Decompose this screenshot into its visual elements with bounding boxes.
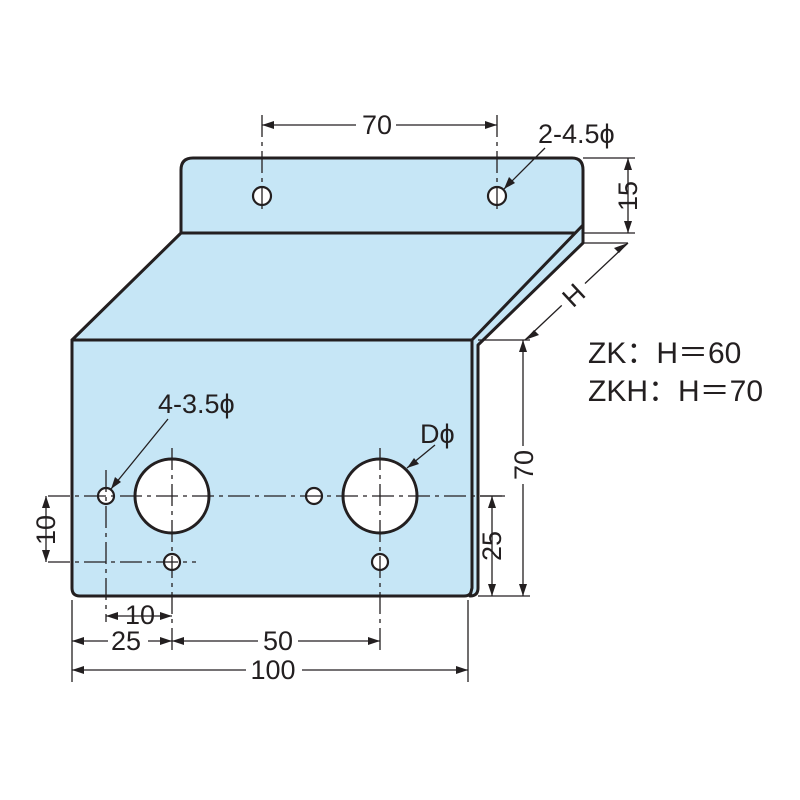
dim-hole-row-height: 25 bbox=[477, 495, 507, 596]
label-hole-row-height: 25 bbox=[477, 531, 507, 561]
note-zkh: ZKH：H＝70 bbox=[588, 375, 763, 408]
sloped-face bbox=[70, 231, 585, 342]
dim-hole-offset-horizontal: 10 bbox=[106, 600, 172, 630]
label-large-hole: Dϕ bbox=[420, 419, 455, 449]
leader-top-holes: 2-4.5ϕ bbox=[503, 119, 615, 190]
label-bottom-holes: 4-3.5ϕ bbox=[158, 389, 235, 419]
leader-bottom-holes: 4-3.5ϕ bbox=[110, 389, 235, 490]
label-hole-offset-horizontal: 10 bbox=[125, 600, 155, 630]
side-thickness bbox=[468, 223, 585, 598]
dim-flange-height: 15 bbox=[583, 157, 643, 234]
dim-side-height: 70 bbox=[478, 339, 539, 597]
dim-hole-offset-vertical: 10 bbox=[31, 496, 61, 562]
label-hole-spacing-b: 50 bbox=[263, 626, 293, 656]
dim-overall-width: 100 bbox=[72, 600, 469, 685]
label-flange-height: 15 bbox=[613, 181, 643, 211]
note-zk: ZK：H＝60 bbox=[588, 337, 741, 370]
leader-large-hole: Dϕ bbox=[406, 419, 455, 469]
label-hole-spacing-a: 25 bbox=[111, 626, 141, 656]
label-overall-width: 100 bbox=[250, 655, 295, 685]
label-hole-offset-vertical: 10 bbox=[31, 515, 61, 545]
label-side-height: 70 bbox=[509, 450, 539, 480]
dim-hole-spacing: 25 50 bbox=[71, 600, 380, 682]
label-top-spacing: 70 bbox=[362, 110, 392, 140]
top-flange bbox=[179, 156, 585, 235]
front-face bbox=[70, 338, 474, 598]
dim-top-spacing: 70 bbox=[262, 108, 497, 140]
label-top-holes: 2-4.5ϕ bbox=[538, 119, 615, 149]
